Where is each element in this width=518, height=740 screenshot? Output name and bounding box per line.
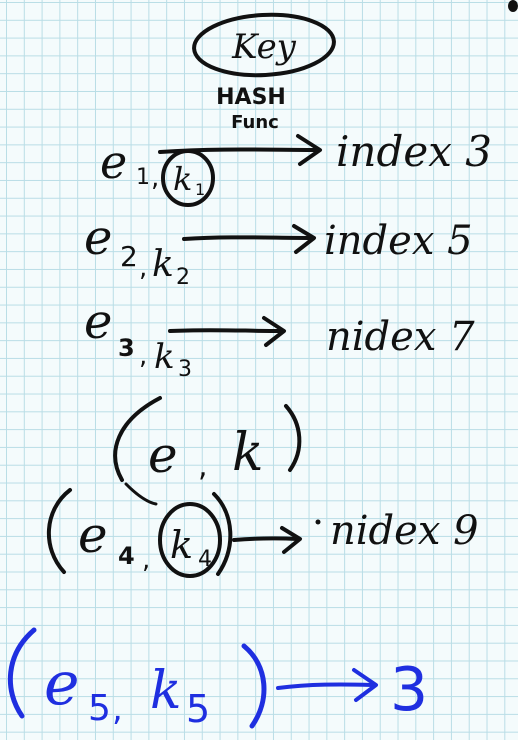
comma: , bbox=[151, 163, 159, 193]
mapping-row-1: e 1 , k 1 index 3 bbox=[100, 127, 492, 207]
open-paren bbox=[7, 627, 37, 719]
func-label: Func bbox=[231, 112, 279, 133]
index-target: nidex 9 bbox=[330, 508, 479, 554]
index-target: nidex 7 bbox=[326, 314, 475, 360]
arrow-line bbox=[276, 682, 374, 690]
key-subscript: 3 bbox=[178, 357, 192, 382]
index-target: index 5 bbox=[324, 218, 473, 264]
mapping-row-2: e 2 , k 2 index 5 bbox=[84, 210, 473, 290]
key-letter: k bbox=[154, 337, 175, 377]
element-letter: e bbox=[84, 294, 112, 350]
close-paren bbox=[212, 492, 233, 576]
key-oval bbox=[192, 12, 336, 78]
index-target: 3 bbox=[390, 655, 428, 725]
key-circle bbox=[158, 502, 222, 578]
arrow-line bbox=[168, 328, 284, 333]
arrow-head-icon bbox=[292, 224, 316, 254]
key-letter: k bbox=[150, 661, 182, 721]
key-subscript: 1 bbox=[195, 180, 205, 199]
arrow-head-icon bbox=[262, 316, 286, 347]
arrow-head-icon bbox=[296, 134, 322, 166]
close-paren bbox=[241, 643, 267, 729]
arrow-line bbox=[158, 147, 320, 154]
ink-dot bbox=[315, 519, 321, 525]
key-label: Key bbox=[231, 27, 297, 67]
comma: , bbox=[139, 253, 147, 283]
element-letter: e bbox=[78, 506, 108, 564]
mapping-row-4: e 4 , k 4 nidex 9 bbox=[46, 482, 479, 578]
key-subscript: 4 bbox=[198, 547, 212, 572]
element-subscript: 1 bbox=[136, 165, 150, 190]
comma: , bbox=[198, 449, 208, 484]
pair-element: e bbox=[148, 426, 178, 484]
mapping-row-3: e 3 , k 3 nidex 7 bbox=[84, 294, 475, 382]
comma: , bbox=[139, 341, 147, 371]
element-letter: e bbox=[84, 210, 112, 266]
element-subscript: 2 bbox=[120, 240, 138, 273]
element-subscript: 3 bbox=[118, 334, 135, 362]
mapping-row-5: e 5 , k 5 3 bbox=[7, 627, 428, 731]
element-subscript: 4 bbox=[118, 542, 135, 570]
close-paren bbox=[284, 404, 302, 472]
element-letter: e bbox=[100, 135, 127, 189]
key-subscript: 2 bbox=[176, 265, 190, 290]
key-subscript: 5 bbox=[186, 687, 210, 731]
connector-stroke bbox=[124, 482, 158, 506]
pair-notation: e , k bbox=[113, 396, 302, 484]
key-letter: k bbox=[173, 160, 192, 198]
arrow-line bbox=[182, 235, 314, 241]
open-paren bbox=[113, 396, 162, 482]
arrow-head-icon bbox=[280, 526, 302, 554]
open-paren bbox=[46, 488, 72, 574]
comma: , bbox=[142, 545, 150, 575]
element-letter: e bbox=[44, 649, 80, 719]
corner-ink-mark bbox=[508, 0, 518, 12]
arrow-head-icon bbox=[352, 668, 378, 702]
hash-label: HASH bbox=[216, 85, 286, 110]
key-letter: k bbox=[170, 523, 193, 567]
index-target: index 3 bbox=[336, 127, 492, 176]
comma: , bbox=[112, 689, 123, 729]
element-subscript: 5 bbox=[88, 688, 111, 729]
pair-key: k bbox=[232, 423, 264, 483]
key-letter: k bbox=[152, 244, 174, 285]
arrow-line bbox=[232, 536, 300, 542]
